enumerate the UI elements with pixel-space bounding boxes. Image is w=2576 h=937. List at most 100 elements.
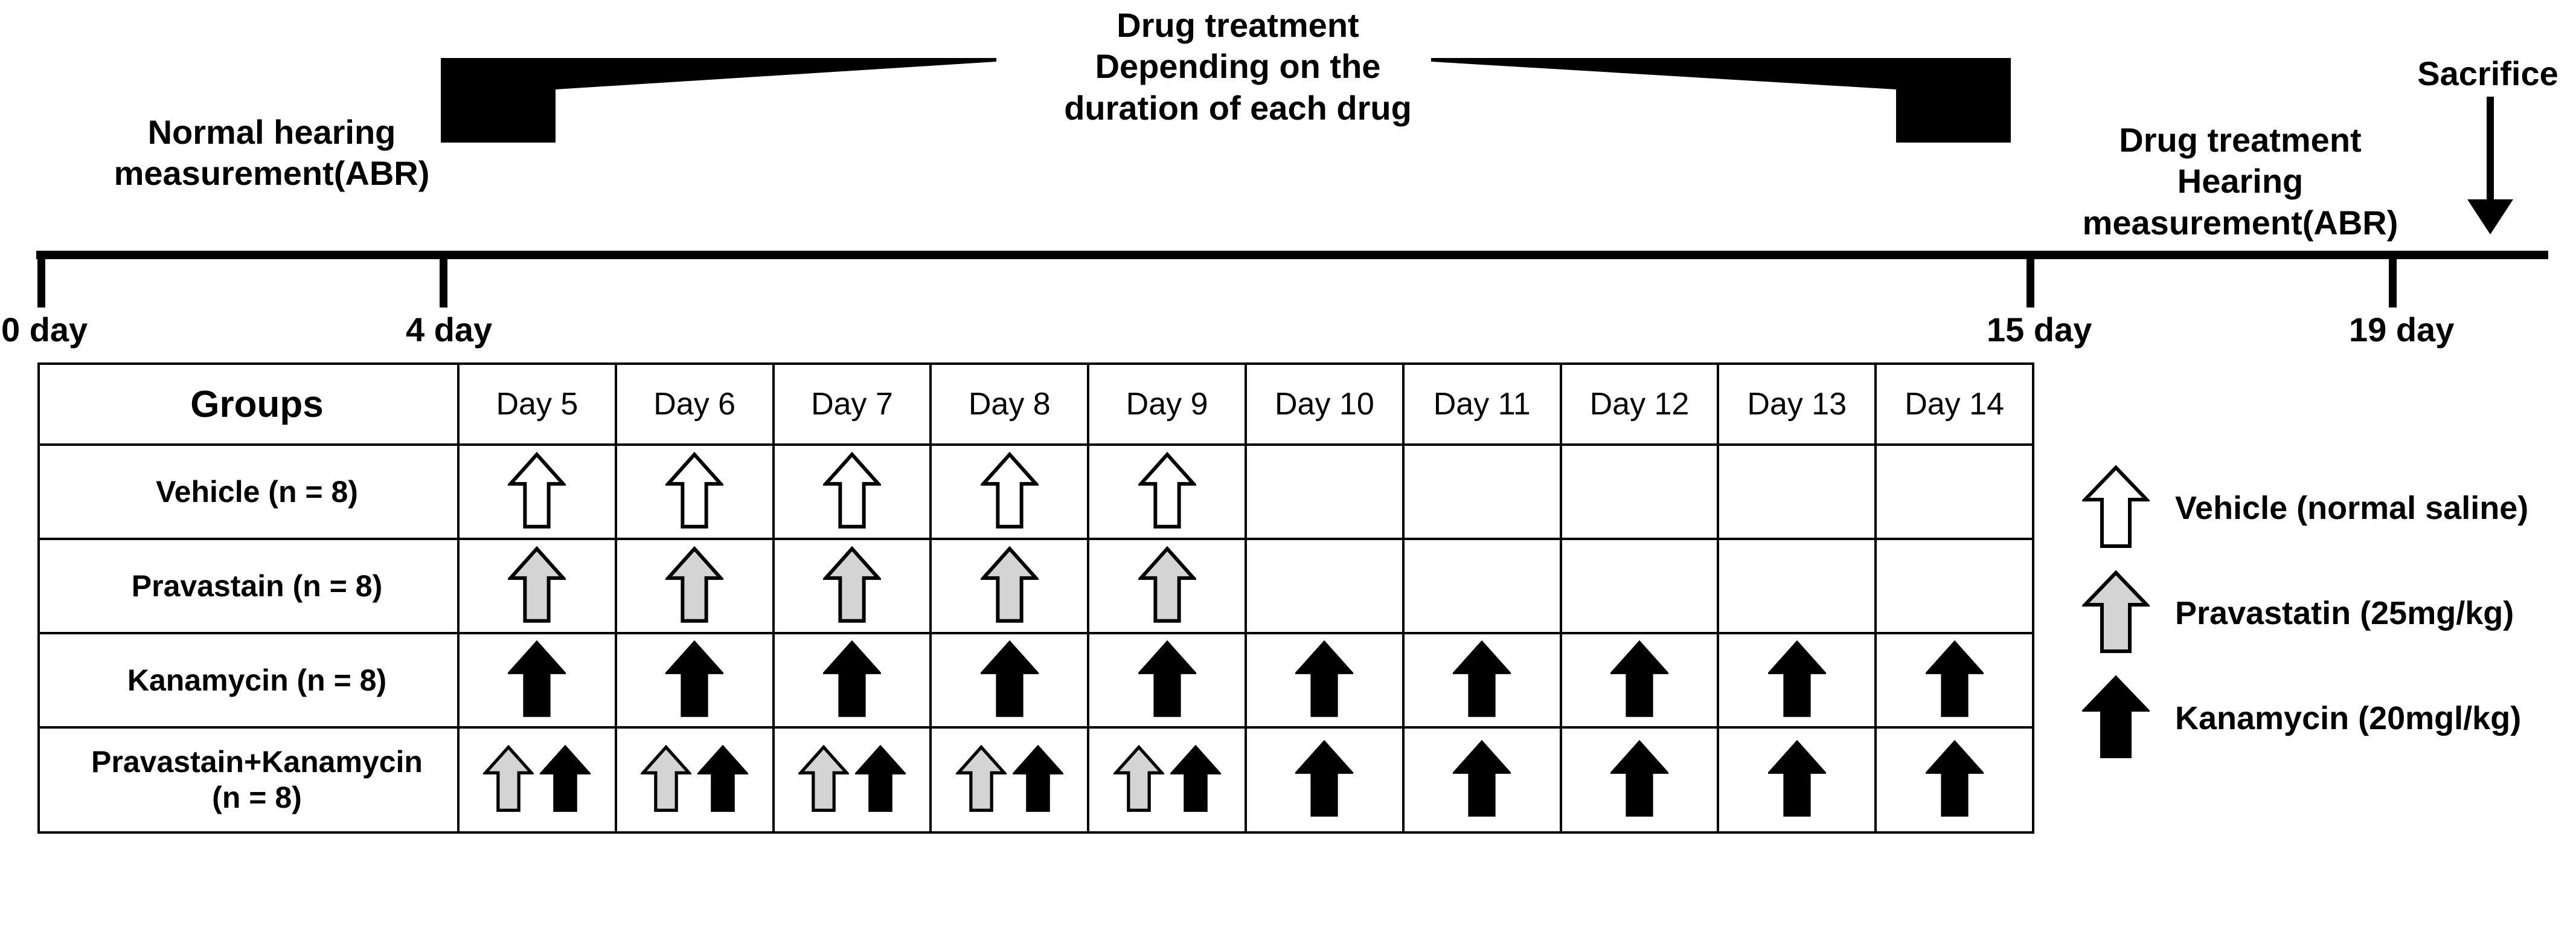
header-day-8: Day 8 (929, 362, 1090, 446)
arrow-up-gray-icon (954, 744, 1008, 816)
arrow-up-black-icon (1011, 744, 1065, 816)
legend: Vehicle (normal saline) Pravastatin (25m… (2080, 465, 2576, 762)
drug-treatment-bracket-left (441, 58, 996, 143)
arrow-up-black-icon (1136, 640, 1197, 721)
header-day-14: Day 14 (1874, 362, 2034, 446)
cell-r2-day-12 (1559, 632, 1720, 729)
arrow-up-white-icon (507, 451, 568, 532)
arrow-up-black-icon (1168, 744, 1222, 816)
drug-treatment-bracket-right (1431, 58, 2011, 143)
cell-r1-day-14 (1874, 538, 2034, 634)
arrow-up-gray-icon (639, 744, 693, 816)
header-day-9: Day 9 (1087, 362, 1247, 446)
cell-r0-day-14 (1874, 443, 2034, 540)
legend-item-vehicle: Vehicle (normal saline) (2080, 465, 2576, 552)
header-day-12: Day 12 (1559, 362, 1720, 446)
arrow-up-black-icon (1451, 640, 1513, 721)
cell-r3-day-13 (1717, 726, 1877, 834)
drug-treatment-hearing-measurement-label: Drug treatment Hearing measurement(ABR) (2082, 121, 2398, 242)
arrow-up-black-icon (1924, 739, 1985, 820)
timeline-label-0-day: 0 day (1, 311, 88, 349)
arrow-up-black-icon (2080, 675, 2151, 762)
timeline-label-19-day: 19 day (2349, 311, 2455, 349)
cell-r2-day-5 (457, 632, 617, 729)
arrow-up-black-icon (696, 744, 750, 816)
cell-r3-day-11 (1402, 726, 1562, 834)
arrow-up-white-icon (2080, 465, 2151, 552)
cell-r3-day-9 (1087, 726, 1247, 834)
arrow-up-black-icon (1766, 739, 1827, 820)
cell-r0-day-6 (614, 443, 775, 540)
timeline-label-15-day: 15 day (1987, 311, 2092, 349)
cell-r0-day-11 (1402, 443, 1562, 540)
timeline-tick-19-day (2389, 256, 2397, 308)
sacrifice-label: Sacrifice (2417, 54, 2558, 92)
table-row: Vehicle (n = 8) (37, 443, 2034, 540)
arrow-up-black-icon (1609, 739, 1670, 820)
cell-r3-day-6 (614, 726, 775, 834)
arrow-up-gray-icon (797, 744, 850, 816)
legend-item-pravastatin: Pravastatin (25mg/kg) (2080, 570, 2576, 657)
cell-r1-day-7 (772, 538, 932, 634)
timeline-tick-0-day (37, 256, 45, 308)
arrow-up-black-icon (1924, 640, 1985, 721)
cell-r1-day-9 (1087, 538, 1247, 634)
legend-label-vehicle: Vehicle (normal saline) (2175, 490, 2529, 526)
cell-r0-day-9 (1087, 443, 1247, 540)
arrow-up-white-icon (821, 451, 883, 532)
cell-r3-day-7 (772, 726, 932, 834)
header-day-11: Day 11 (1402, 362, 1562, 446)
header-day-10: Day 10 (1244, 362, 1405, 446)
cell-r1-day-6 (614, 538, 775, 634)
cell-r3-day-14 (1874, 726, 2034, 834)
cell-r0-day-5 (457, 443, 617, 540)
arrow-up-white-icon (979, 451, 1040, 532)
timeline-tick-4-day (440, 256, 447, 308)
normal-hearing-measurement-label: Normal hearing measurement(ABR) (114, 113, 430, 193)
legend-label-kanamycin: Kanamycin (20mgl/kg) (2175, 700, 2522, 736)
arrow-up-gray-icon (821, 546, 883, 626)
cell-r2-day-11 (1402, 632, 1562, 729)
table-header-row: Groups Day 5 Day 6 Day 7 Day 8 Day 9 Day… (37, 362, 2034, 446)
cell-r1-day-12 (1559, 538, 1720, 634)
row-label-2: Kanamycin (n = 8) (37, 632, 460, 729)
arrow-up-gray-icon (979, 546, 1040, 626)
arrow-up-gray-icon (1112, 744, 1165, 816)
cell-r1-day-8 (929, 538, 1090, 634)
sacrifice-down-arrow-icon (2458, 97, 2524, 239)
timeline-label-4-day: 4 day (406, 311, 493, 349)
timeline-tick-15-day (2027, 256, 2034, 308)
cell-r1-day-11 (1402, 538, 1562, 634)
cell-r0-day-13 (1717, 443, 1877, 540)
cell-r2-day-8 (929, 632, 1090, 729)
row-label-3: Pravastain+Kanamycin (n = 8) (37, 726, 460, 834)
cell-r2-day-7 (772, 632, 932, 729)
cell-r3-day-8 (929, 726, 1090, 834)
row-label-1: Pravastain (n = 8) (37, 538, 460, 634)
arrow-up-black-icon (1766, 640, 1827, 721)
arrow-up-gray-icon (1136, 546, 1197, 626)
row-label-0: Vehicle (n = 8) (37, 443, 460, 540)
cell-r2-day-6 (614, 632, 775, 729)
cell-r2-day-9 (1087, 632, 1247, 729)
cell-r2-day-10 (1244, 632, 1405, 729)
cell-r3-day-10 (1244, 726, 1405, 834)
arrow-up-black-icon (821, 640, 883, 721)
arrow-up-gray-icon (507, 546, 568, 626)
arrow-up-black-icon (507, 640, 568, 721)
arrow-up-black-icon (1451, 739, 1513, 820)
cell-r0-day-8 (929, 443, 1090, 540)
arrow-up-gray-icon (2080, 570, 2151, 657)
arrow-up-black-icon (664, 640, 725, 721)
cell-r0-day-7 (772, 443, 932, 540)
header-day-6: Day 6 (614, 362, 775, 446)
arrow-up-gray-icon (664, 546, 725, 626)
cell-r3-day-12 (1559, 726, 1720, 834)
table-body: Vehicle (n = 8)Pravastain (n = 8)Kanamyc… (37, 443, 2034, 834)
cell-r1-day-5 (457, 538, 617, 634)
study-timeline: 0 day 4 day 15 day 19 day (0, 239, 2576, 349)
table-row: Pravastain+Kanamycin (n = 8) (37, 726, 2034, 834)
arrow-up-white-icon (664, 451, 725, 532)
legend-item-kanamycin: Kanamycin (20mgl/kg) (2080, 675, 2576, 762)
